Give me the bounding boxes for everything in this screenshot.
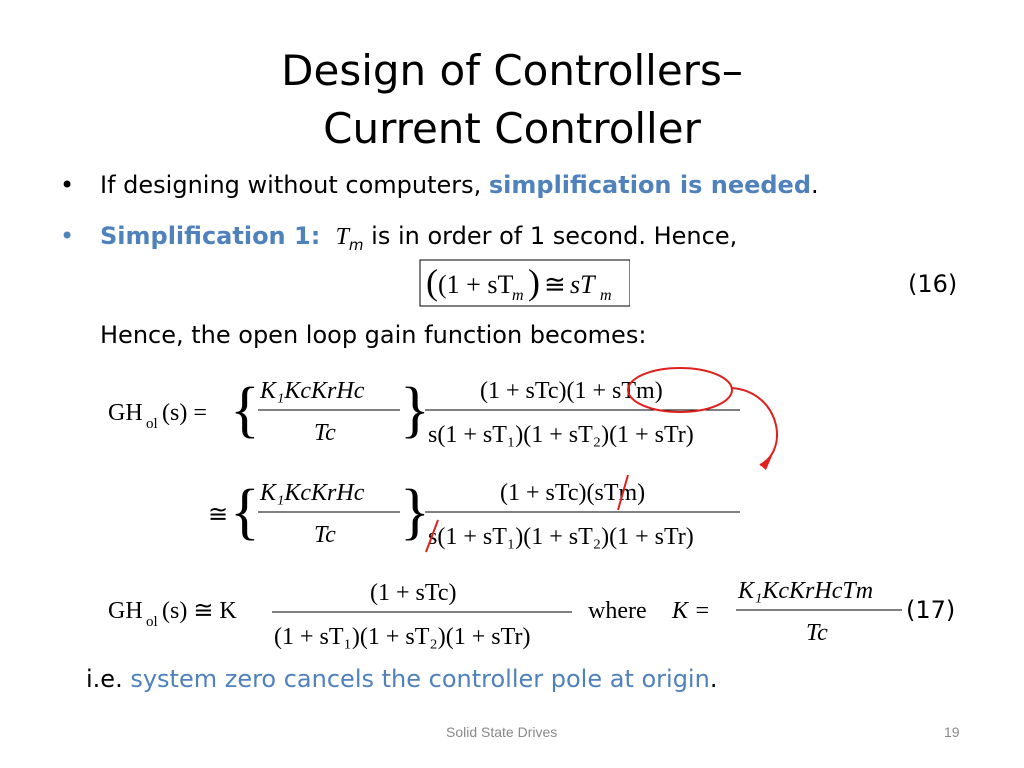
- frac-den-1: s(1 + sT₁)(1 + sT₂)(1 + sTr): [428, 422, 694, 448]
- bullet-dot-icon: •: [60, 222, 75, 250]
- brace-den-1: Tc: [314, 420, 336, 446]
- eq16-rhs: sT: [570, 270, 596, 299]
- equation-16: ( (1 + sT m ) ≅ sT m: [419, 259, 630, 307]
- frac-num-3: (1 + sTc): [370, 580, 457, 606]
- eq16-open-paren: (: [426, 262, 438, 302]
- title-line-2: Current Controller: [323, 104, 701, 153]
- bullet-2-variable: T: [335, 224, 349, 250]
- eq16-approx: ≅: [544, 270, 566, 299]
- bullet-2-rest: is in order of 1 second. Hence,: [363, 222, 738, 250]
- gh-subscript-row-3: ol: [146, 614, 158, 630]
- annotation-circle: [627, 367, 733, 413]
- bullet-item-2: • Simplification 1: Tm is in order of 1 s…: [60, 221, 737, 260]
- bullet-2-subscript: m: [348, 235, 364, 254]
- eq16-close-paren: ): [528, 262, 540, 302]
- footer-text: Solid State Drives: [446, 724, 558, 740]
- bullet-dot-icon: •: [60, 171, 75, 199]
- open-loop-text: Hence, the open loop gain function becom…: [100, 321, 647, 349]
- page-number: 19: [944, 724, 960, 740]
- brace-left-2: {: [230, 478, 260, 546]
- cancel-mark-1: [617, 474, 629, 511]
- eq16-lhs: (1 + sT: [438, 270, 513, 299]
- gh-subscript-row-1: ol: [146, 416, 158, 432]
- conclusion-highlight: system zero cancels the controller pole …: [130, 665, 710, 693]
- approx-row-2: ≅: [208, 502, 228, 528]
- bullet-item-1: • If designing without computers, simplif…: [60, 170, 819, 200]
- gh-label-row-1: GH: [108, 400, 143, 426]
- bullet-1-suffix: .: [811, 171, 819, 199]
- conclusion-suffix: .: [709, 665, 718, 693]
- slide-title: Design of Controllers– Current Controlle…: [0, 42, 1024, 158]
- where-text: where: [588, 598, 647, 624]
- equation-16-box: [419, 259, 630, 307]
- title-line-1: Design of Controllers–: [281, 46, 743, 95]
- brace-left-1: {: [230, 376, 260, 444]
- annotation-arrow: [731, 387, 778, 466]
- brace-num-1: K₁KcKrHc: [259, 378, 365, 404]
- bullet-1-prefix: If designing without computers,: [100, 171, 489, 199]
- brace-num-2: K₁KcKrHc: [259, 480, 365, 506]
- gh-arg-row-3: (s) ≅ K: [162, 598, 237, 624]
- equation-block-17: GH ol (s) = { K₁KcKrHc Tc } (1 + sTc)(1 …: [108, 367, 902, 650]
- conclusion-prefix: i.e.: [86, 665, 131, 693]
- frac-den-2: s(1 + sT₁)(1 + sT₂)(1 + sTr): [428, 524, 694, 550]
- gh-label-row-3: GH: [108, 598, 143, 624]
- frac-num-1: (1 + sTc)(1 + sTm): [480, 378, 663, 404]
- k-def-den: Tc: [806, 620, 828, 646]
- eq16-lhs-subscript: m: [512, 287, 524, 304]
- brace-den-2: Tc: [314, 522, 336, 548]
- bullet-1-highlight: simplification is needed: [488, 171, 812, 199]
- k-def-label: K =: [671, 598, 710, 624]
- annotation-arrow-head: [760, 456, 772, 470]
- bullet-2-label: Simplification 1:: [100, 222, 321, 250]
- gh-arg-row-1: (s) =: [162, 400, 207, 426]
- equation-17-number: (17): [906, 596, 956, 624]
- brace-right-1: }: [400, 376, 430, 444]
- eq16-rhs-subscript: m: [600, 287, 612, 304]
- k-def-num: K₁KcKrHcTm: [737, 578, 873, 604]
- frac-den-3: (1 + sT₁)(1 + sT₂)(1 + sTr): [274, 624, 530, 650]
- cancel-mark-2: [425, 519, 439, 553]
- equation-16-number: (16): [908, 270, 958, 298]
- conclusion-text: i.e. system zero cancels the controller …: [86, 664, 717, 694]
- brace-right-2: }: [400, 478, 430, 546]
